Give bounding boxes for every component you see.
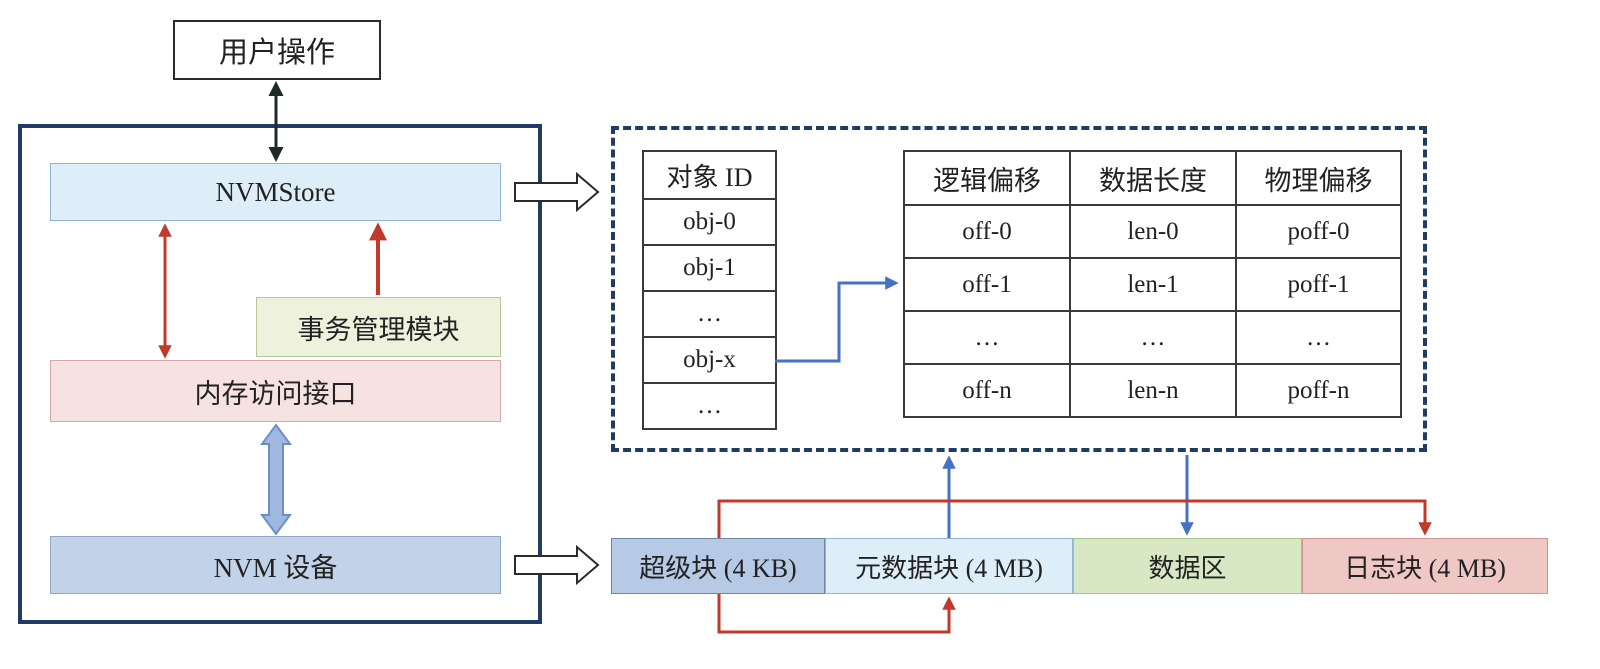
- transaction-module-box: 事务管理模块: [256, 297, 501, 357]
- nvm-device-label: NVM 设备: [213, 552, 338, 583]
- metadata-block-label: 元数据块 (4 MB): [855, 553, 1043, 583]
- user-operation-box: 用户操作: [173, 20, 381, 80]
- memory-access-interface-label: 内存访问接口: [194, 378, 357, 409]
- offset-mapping-table: 逻辑偏移 数据长度 物理偏移 off-0 len-0 poff-0 off-1 …: [903, 150, 1402, 418]
- nvm-device-box: NVM 设备: [50, 536, 501, 594]
- mapping-cell: …: [903, 310, 1071, 365]
- mapping-cell: off-n: [903, 363, 1071, 418]
- data-area-segment: 数据区: [1073, 538, 1302, 594]
- memory-access-interface-box: 内存访问接口: [50, 360, 501, 422]
- superblock-label: 超级块 (4 KB): [639, 553, 797, 583]
- mapping-cell: len-n: [1069, 363, 1237, 418]
- object-id-cell: …: [642, 382, 777, 430]
- nvmstore-box: NVMStore: [50, 163, 501, 221]
- mapping-header-data-length: 数据长度: [1069, 150, 1237, 206]
- nvmstore-label: NVMStore: [215, 176, 336, 207]
- log-block-segment: 日志块 (4 MB): [1302, 538, 1548, 594]
- nvmstore-expand-arrow: [514, 171, 600, 213]
- transaction-module-label: 事务管理模块: [297, 314, 460, 345]
- mapping-cell: …: [1069, 310, 1237, 365]
- mapping-cell: …: [1235, 310, 1402, 365]
- object-id-table: 对象 ID obj-0 obj-1 … obj-x …: [642, 150, 777, 430]
- user-operation-label: 用户操作: [218, 37, 335, 69]
- mapping-cell: poff-1: [1235, 257, 1402, 312]
- device-expand-arrow: [514, 544, 600, 586]
- object-id-cell: obj-1: [642, 244, 777, 292]
- mapping-cell: off-0: [903, 204, 1071, 259]
- mapping-cell: len-0: [1069, 204, 1237, 259]
- mapping-cell: poff-0: [1235, 204, 1402, 259]
- object-id-cell: …: [642, 290, 777, 338]
- log-block-label: 日志块 (4 MB): [1344, 553, 1506, 583]
- superblock-to-log-arrow: [717, 499, 1432, 538]
- nvm-layout-bar: 超级块 (4 KB) 元数据块 (4 MB) 数据区 日志块 (4 MB): [611, 538, 1548, 594]
- object-id-cell: obj-x: [642, 336, 777, 384]
- mapping-cell: len-1: [1069, 257, 1237, 312]
- mapping-cell: poff-n: [1235, 363, 1402, 418]
- superblock-segment: 超级块 (4 KB): [611, 538, 825, 594]
- object-id-header: 对象 ID: [642, 150, 777, 200]
- mapping-header-physical-offset: 物理偏移: [1235, 150, 1402, 206]
- mapping-header-logical-offset: 逻辑偏移: [903, 150, 1071, 206]
- superblock-to-metadata-arrow: [717, 594, 956, 634]
- memory-to-device-arrow: [260, 423, 292, 536]
- object-to-mapping-arrow: [775, 276, 899, 363]
- mapping-cell: off-1: [903, 257, 1071, 312]
- metadata-block-segment: 元数据块 (4 MB): [825, 538, 1073, 594]
- data-area-label: 数据区: [1148, 553, 1227, 583]
- object-id-cell: obj-0: [642, 198, 777, 246]
